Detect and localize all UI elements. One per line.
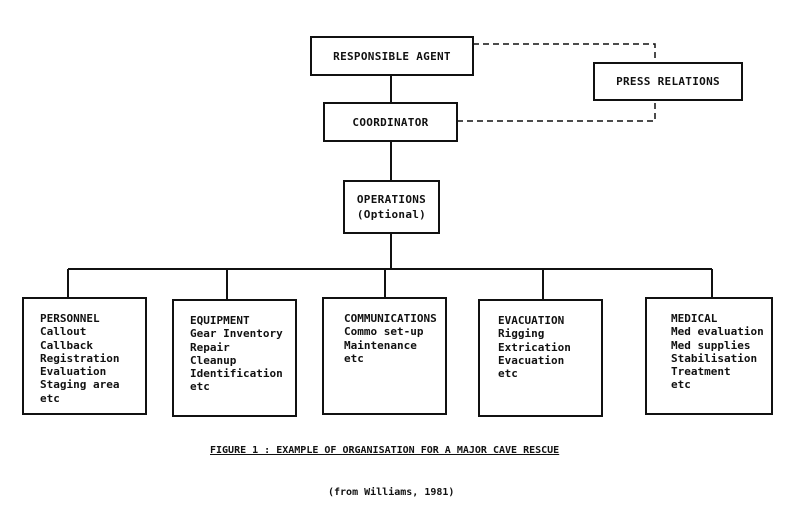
function-title: COMMUNICATIONS (344, 312, 437, 325)
function-item: Evacuation (498, 353, 565, 367)
function-item: etc (498, 367, 518, 381)
operations-box: OPERATIONS (Optional) (343, 180, 440, 234)
function-title: EVACUATION (498, 314, 565, 327)
coordinator-press-dashed-link (457, 101, 656, 122)
function-item: Treatment (671, 365, 731, 379)
source-caption: (from Williams, 1981) (328, 487, 455, 498)
function-item: Callout (40, 325, 87, 339)
function-item: etc (344, 351, 364, 365)
function-box-communications: COMMUNICATIONS Commo set-up Maintenance … (322, 297, 447, 415)
function-title: PERSONNEL (40, 312, 100, 325)
function-item: Evaluation (40, 365, 107, 379)
function-item: Extrication (498, 340, 571, 354)
responsible-agent-label: RESPONSIBLE AGENT (333, 49, 451, 63)
figure-caption: FIGURE 1 : EXAMPLE OF ORGANISATION FOR A… (210, 445, 560, 456)
function-item: Staging area (40, 378, 120, 392)
function-item: Med supplies (671, 338, 751, 352)
function-item: Med evaluation (671, 325, 764, 339)
function-item: Registration (40, 351, 120, 365)
agent-press-dashed-link (473, 43, 656, 62)
function-box-personnel: PERSONNEL Callout Callback Registration … (22, 297, 147, 415)
function-item: Rigging (498, 327, 545, 341)
function-title: EQUIPMENT (190, 314, 250, 327)
press-relations-label: PRESS RELATIONS (616, 75, 720, 88)
function-item: etc (190, 380, 210, 394)
function-box-evacuation: EVACUATION Rigging Extrication Evacuatio… (478, 299, 603, 417)
function-item: Identification (190, 367, 283, 381)
function-box-medical: MEDICAL Med evaluation Med supplies Stab… (645, 297, 773, 415)
function-item: Cleanup (190, 353, 237, 367)
function-item: Repair (190, 340, 230, 354)
coordinator-label: COORDINATOR (352, 115, 429, 129)
function-item: Callback (40, 338, 93, 352)
function-item: Maintenance (344, 338, 417, 352)
press-relations-box: PRESS RELATIONS (593, 62, 743, 101)
operations-label: OPERATIONS (356, 193, 427, 206)
coordinator-box: COORDINATOR (323, 102, 458, 142)
function-item: etc (671, 378, 691, 392)
function-item: Commo set-up (344, 325, 424, 339)
operations-optional-label: (Optional) (356, 208, 427, 221)
function-title: MEDICAL (671, 312, 718, 325)
function-item: Gear Inventory (190, 327, 283, 341)
responsible-agent-box: RESPONSIBLE AGENT (310, 36, 474, 76)
function-item: Stabilisation (671, 351, 758, 365)
function-item: etc (40, 391, 60, 405)
function-box-equipment: EQUIPMENT Gear Inventory Repair Cleanup … (172, 299, 297, 417)
